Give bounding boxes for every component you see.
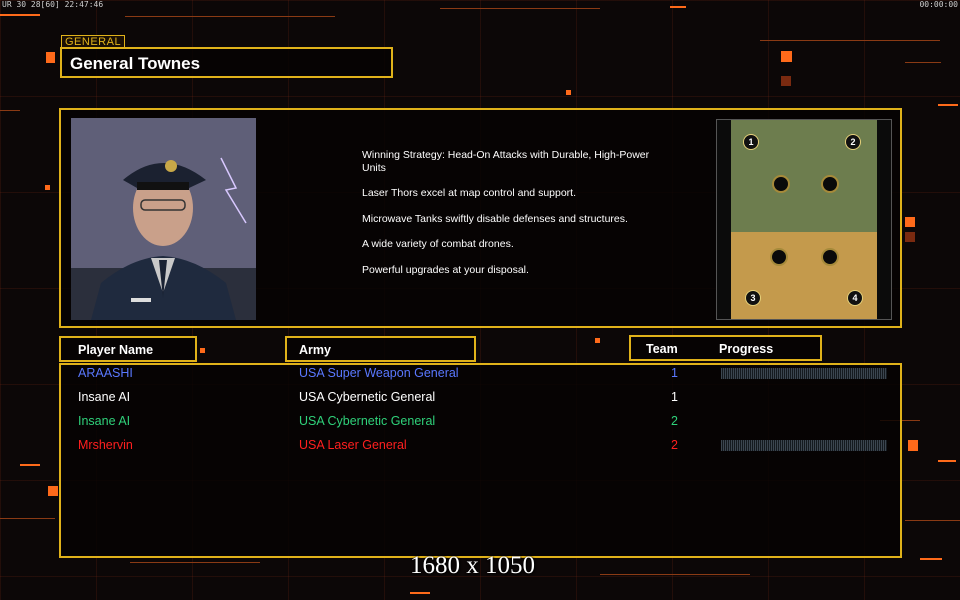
strategy-line: Laser Thors excel at map control and sup… <box>362 187 577 199</box>
player-army[interactable]: USA Laser General <box>299 438 407 452</box>
hud-status-text: UR 30 28[60] 22:47:46 <box>2 0 104 9</box>
deco-square <box>566 90 571 95</box>
strategy-line: Winning Strategy: Head-On Attacks with D… <box>362 149 650 174</box>
supply-crater <box>770 248 788 266</box>
player-team[interactable]: 2 <box>671 438 678 452</box>
deco-line <box>905 520 960 521</box>
deco-square <box>905 232 915 242</box>
deco-bar <box>20 464 40 466</box>
map-border-left <box>717 120 731 319</box>
player-row[interactable]: ARAASHI USA Super Weapon General 1 <box>0 364 960 388</box>
hud-clock: 00:00:00 <box>919 0 958 9</box>
header-team-label: Team <box>646 342 678 356</box>
deco-square <box>48 486 58 496</box>
deco-square <box>45 185 50 190</box>
general-portrait <box>71 118 256 320</box>
player-row[interactable]: Mrshervin USA Laser General 2 <box>0 436 960 460</box>
deco-bar <box>670 6 686 8</box>
player-name: ARAASHI <box>78 366 133 380</box>
general-name-box: General Townes <box>60 47 393 78</box>
start-spot-3[interactable]: 3 <box>745 290 761 306</box>
player-progress-bar <box>721 440 887 451</box>
header-player-label: Player Name <box>78 343 154 357</box>
deco-line <box>0 518 55 519</box>
player-team[interactable]: 1 <box>671 390 678 404</box>
player-army[interactable]: USA Cybernetic General <box>299 390 436 404</box>
deco-line <box>440 8 600 9</box>
general-portrait-image <box>71 118 256 320</box>
supply-crater <box>821 248 839 266</box>
deco-square <box>905 217 915 227</box>
player-team[interactable]: 2 <box>671 414 678 428</box>
map-border-right <box>877 120 891 319</box>
deco-line <box>125 16 335 17</box>
start-spot-2[interactable]: 2 <box>845 134 861 150</box>
deco-square <box>908 440 918 451</box>
deco-bar <box>920 558 942 560</box>
supply-crater <box>821 175 839 193</box>
deco-square <box>595 338 600 343</box>
deco-square <box>200 348 205 353</box>
deco-bar <box>410 592 430 594</box>
player-row[interactable]: Insane AI USA Cybernetic General 2 <box>0 412 960 436</box>
strategy-line: Powerful upgrades at your disposal. <box>362 263 529 276</box>
map-terrain-south <box>731 232 877 319</box>
resolution-label: 1680 x 1050 <box>410 552 535 579</box>
deco-line <box>760 40 940 41</box>
map-preview[interactable]: 1 2 3 4 <box>716 119 892 320</box>
player-row[interactable]: Insane AI USA Cybernetic General 1 <box>0 388 960 412</box>
deco-line <box>130 562 260 563</box>
deco-line <box>0 110 20 111</box>
header-army-label: Army <box>299 343 331 357</box>
deco-square <box>781 51 792 62</box>
strategy-text: Winning Strategy: Head-On Attacks with D… <box>362 149 652 289</box>
header-team-progress: Team Progress <box>629 335 822 361</box>
supply-crater <box>772 175 790 193</box>
deco-square <box>46 52 55 63</box>
player-name: Insane AI <box>78 414 131 428</box>
deco-bar <box>938 104 958 106</box>
strategy-line: A wide variety of combat drones. <box>362 238 514 250</box>
header-army: Army <box>285 336 476 362</box>
start-spot-4[interactable]: 4 <box>847 290 863 306</box>
strategy-line: Microwave Tanks swiftly disable defenses… <box>362 212 628 225</box>
deco-bar <box>0 14 40 16</box>
deco-square <box>781 76 791 86</box>
player-name: Mrshervin <box>78 438 133 452</box>
player-army[interactable]: USA Cybernetic General <box>299 414 436 428</box>
player-team[interactable]: 1 <box>671 366 678 380</box>
deco-line <box>600 574 750 575</box>
header-progress-label: Progress <box>719 342 774 356</box>
start-spot-1[interactable]: 1 <box>743 134 759 150</box>
hud-status: UR 30 28[60] 22:47:46 <box>2 0 103 9</box>
general-name: General Townes <box>70 54 201 73</box>
player-list-panel <box>59 363 902 558</box>
player-progress-bar <box>721 368 887 379</box>
header-player-name: Player Name <box>59 336 197 362</box>
deco-line <box>905 62 941 63</box>
player-army[interactable]: USA Super Weapon General <box>299 366 459 380</box>
deco-bar <box>938 460 956 462</box>
player-name: Insane AI <box>78 390 131 404</box>
